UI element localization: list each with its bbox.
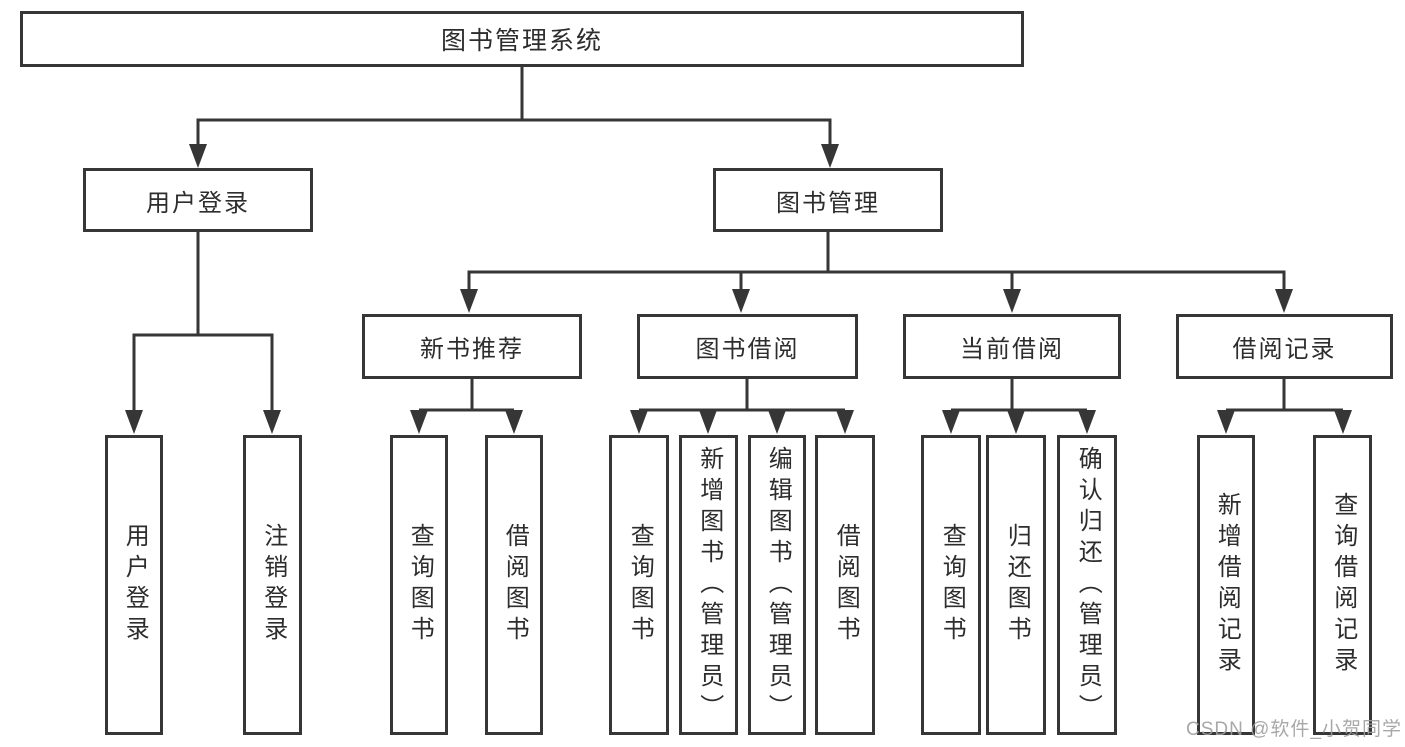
node-borrow-records: 借阅记录 <box>1176 314 1393 379</box>
connector-book-management-children <box>467 231 1286 291</box>
leaf-borrow-book: 借阅图书 <box>815 435 875 735</box>
leaf-label: 编辑图书（管理员） <box>764 445 792 725</box>
arrowheads <box>125 144 1352 434</box>
leaf-borrow-query-book: 查询图书 <box>609 435 669 735</box>
leaf-label: 查询图书 <box>938 523 966 647</box>
leaf-label: 新增借阅记录 <box>1213 492 1241 678</box>
leaf-confirm-return-admin: 确认归还（管理员） <box>1057 435 1117 735</box>
connector-root-to-level2 <box>196 66 832 146</box>
leaf-label: 确认归还（管理员） <box>1074 445 1102 725</box>
node-user-login: 用户登录 <box>83 168 313 232</box>
leaf-return-book: 归还图书 <box>986 435 1046 735</box>
leaf-recommend-borrow-book: 借阅图书 <box>485 435 543 735</box>
leaf-label: 归还图书 <box>1003 523 1031 647</box>
leaf-add-book-admin: 新增图书（管理员） <box>679 435 738 735</box>
leaf-add-borrow-record: 新增借阅记录 <box>1197 435 1255 735</box>
connector-records-children <box>1226 378 1343 412</box>
csdn-watermark: CSDN @软件_小贺同学 <box>1186 719 1402 740</box>
leaf-label: 注销登录 <box>259 523 287 647</box>
leaf-current-query-book: 查询图书 <box>921 435 981 735</box>
leaf-label: 查询图书 <box>406 523 434 647</box>
leaf-label: 新增图书（管理员） <box>695 445 723 725</box>
node-library-system: 图书管理系统 <box>20 11 1024 67</box>
connector-current-children <box>951 378 1087 412</box>
leaf-label: 借阅图书 <box>501 523 529 647</box>
leaf-logout: 注销登录 <box>243 435 302 735</box>
node-current-borrow: 当前借阅 <box>903 314 1121 379</box>
connector-user-login-children <box>132 231 274 412</box>
leaf-label: 查询图书 <box>626 523 654 647</box>
connector-recommend-children <box>419 378 514 412</box>
leaf-label: 借阅图书 <box>832 523 860 647</box>
node-book-borrow: 图书借阅 <box>637 314 858 379</box>
leaf-query-borrow-record: 查询借阅记录 <box>1313 435 1372 735</box>
leaf-edit-book-admin: 编辑图书（管理员） <box>748 435 806 735</box>
node-book-management: 图书管理 <box>713 168 943 232</box>
connector-borrow-children <box>639 378 845 412</box>
leaf-recommend-query-book: 查询图书 <box>390 435 448 735</box>
leaf-label: 用户登录 <box>121 523 149 647</box>
node-new-book-recommend: 新书推荐 <box>362 314 582 379</box>
leaf-user-login: 用户登录 <box>105 435 163 735</box>
leaf-label: 查询借阅记录 <box>1329 492 1357 678</box>
